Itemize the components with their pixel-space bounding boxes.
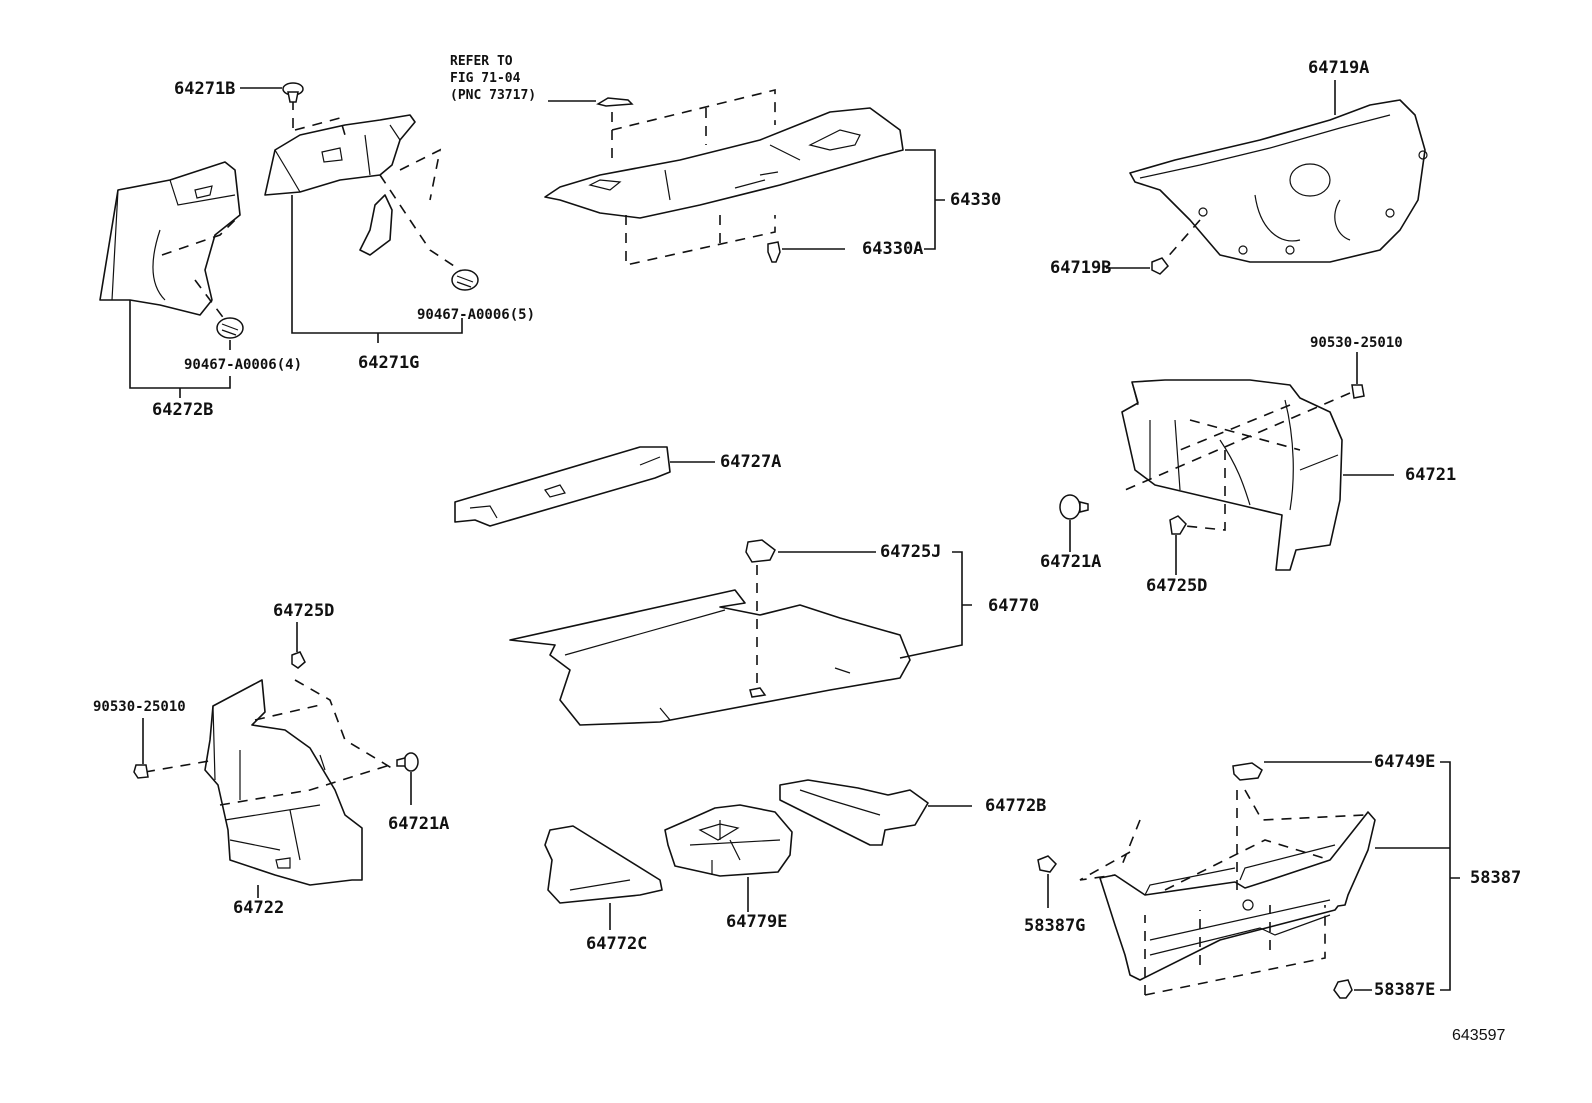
part-64779E-tool-box[interactable] [664,804,793,877]
part-64772B-tray[interactable] [779,779,929,846]
label-64749E[interactable]: 64749E [1374,752,1436,772]
label-64719A[interactable]: 64719A [1308,58,1370,78]
label-64719B[interactable]: 64719B [1050,258,1112,278]
leader-bracket [1264,761,1460,991]
clip-64719B[interactable] [1151,257,1169,275]
label-90530-25010-right[interactable]: 90530-25010 [1310,335,1403,351]
figure-number: 643597 [1452,1027,1506,1044]
clip-64721A-right[interactable] [1059,494,1089,520]
clip-64725J[interactable] [745,539,776,563]
leader-bracket [291,195,463,343]
label-64779E[interactable]: 64779E [726,912,788,932]
clip-64749E[interactable] [1232,762,1263,781]
label-64727A[interactable]: 64727A [720,452,782,472]
leader-line [257,772,412,898]
label-64271G[interactable]: 64271G [358,353,420,373]
clip-58387E[interactable] [1333,979,1353,999]
part-64719A-door-trim[interactable] [1129,99,1428,263]
fastening-line [1079,789,1366,996]
label-64725D-left[interactable]: 64725D [273,601,335,621]
refer-note-line1: REFER TO [450,54,513,69]
label-90467-A0006-5[interactable]: 90467-A0006(5) [417,307,536,323]
label-64330A[interactable]: 64330A [862,239,924,259]
label-90467-A0006-4[interactable]: 90467-A0006(4) [184,357,303,373]
part-64721-side-trim[interactable] [1121,379,1343,571]
label-64330[interactable]: 64330 [950,190,1002,210]
refer-note: REFER TO FIG 71-04 (PNC 73717) [450,53,536,104]
clip-64721A-left[interactable] [396,752,419,772]
part-64770-floor-mat[interactable] [509,589,911,726]
label-64722[interactable]: 64722 [233,898,285,918]
clip-90467-A0006-4[interactable] [216,317,244,339]
fastening-line [611,88,776,266]
leader-bracket [778,551,972,659]
clip-90530-25010-left[interactable] [133,764,149,779]
clip-64271B[interactable] [282,82,304,103]
leader-bracket [129,300,231,398]
fastening-line [161,214,241,321]
label-64725D-right[interactable]: 64725D [1146,576,1208,596]
part-64727A-trim-strip[interactable] [454,446,671,527]
label-58387[interactable]: 58387 [1470,868,1522,888]
label-64772B[interactable]: 64772B [985,796,1047,816]
part-64271G-side-trim[interactable] [264,114,416,256]
refer-note-line2: FIG 71-04 [450,71,521,86]
label-64770[interactable]: 64770 [988,596,1040,616]
label-64725J[interactable]: 64725J [880,542,942,562]
label-90530-25010-left[interactable]: 90530-25010 [93,699,186,715]
label-64721A-right[interactable]: 64721A [1040,552,1102,572]
clip-90530-25010-right[interactable] [1351,384,1365,399]
fastening-line [1164,219,1201,261]
clip-64725D-right[interactable] [1169,515,1187,535]
fastening-line [144,679,396,806]
label-64721A-left[interactable]: 64721A [388,814,450,834]
clip-64725D-left[interactable] [291,651,306,669]
clip-64330A[interactable] [767,241,781,263]
refer-note-line3: (PNC 73717) [450,88,537,103]
label-58387E[interactable]: 58387E [1374,980,1436,1000]
label-64721[interactable]: 64721 [1405,465,1457,485]
label-58387G[interactable]: 58387G [1024,916,1086,936]
leader-bracket [782,149,945,250]
label-64772C[interactable]: 64772C [586,934,648,954]
part-64722-side-trim[interactable] [204,679,363,886]
clip-73717[interactable] [596,97,634,107]
part-64772C-tray[interactable] [544,825,663,904]
label-64271B[interactable]: 64271B [174,79,236,99]
part-64330-package-tray[interactable] [544,107,904,219]
part-58387-rear-trim[interactable] [1099,811,1376,981]
fastening-line [1124,392,1351,531]
label-64272B[interactable]: 64272B [152,400,214,420]
clip-58387G[interactable] [1037,855,1057,873]
part-64272B-quarter-trim[interactable] [99,161,241,316]
clip-90467-A0006-5[interactable] [451,269,479,291]
